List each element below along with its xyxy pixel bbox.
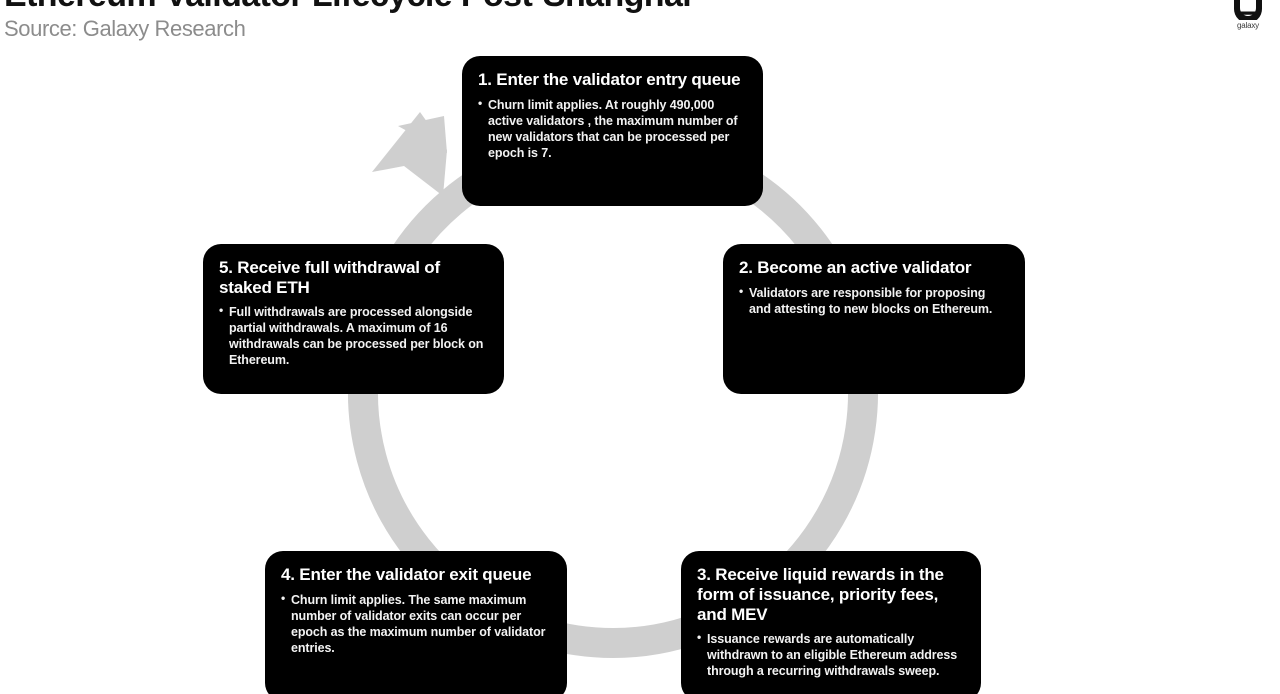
cycle-node-2[interactable]: 2. Become an active validator Validators… (723, 244, 1025, 394)
bullet-item: Full withdrawals are processed alongside… (219, 303, 488, 368)
galaxy-logo: galaxy (1224, 0, 1272, 30)
cycle-node-4-bullets: Churn limit applies. The same maximum nu… (281, 591, 551, 656)
cycle-node-2-title: 2. Become an active validator (739, 258, 972, 277)
cycle-node-5[interactable]: 5. Receive full withdrawal of staked ETH… (203, 244, 504, 394)
cycle-arrow-head (372, 112, 447, 196)
cycle-node-5-bullets: Full withdrawals are processed alongside… (219, 303, 488, 368)
bullet-item: Churn limit applies. The same maximum nu… (281, 591, 551, 656)
bullet-item: Churn limit applies. At roughly 490,000 … (478, 96, 747, 161)
cycle-node-3-title: 3. Receive liquid rewards in the form of… (697, 565, 944, 625)
cycle-node-3[interactable]: 3. Receive liquid rewards in the form of… (681, 551, 981, 694)
galaxy-mark-icon (1234, 0, 1262, 20)
cycle-node-2-bullets: Validators are responsible for proposing… (739, 284, 1009, 317)
cycle-arrow-head-wing (398, 116, 447, 153)
cycle-node-5-title: 5. Receive full withdrawal of staked ETH (219, 258, 440, 298)
cycle-node-3-bullets: Issuance rewards are automatically withd… (697, 630, 965, 679)
galaxy-wordmark: galaxy (1237, 21, 1259, 30)
page-subtitle: Source: Galaxy Research (4, 16, 246, 41)
cycle-node-1[interactable]: 1. Enter the validator entry queue Churn… (462, 56, 763, 206)
cycle-node-1-bullets: Churn limit applies. At roughly 490,000 … (478, 96, 747, 161)
bullet-item: Issuance rewards are automatically withd… (697, 630, 965, 679)
bullet-item: Validators are responsible for proposing… (739, 284, 1009, 317)
cycle-node-4-title: 4. Enter the validator exit queue (281, 565, 532, 584)
cycle-node-1-title: 1. Enter the validator entry queue (478, 70, 741, 89)
page-title: Ethereum Validator Lifecycle Post-Shangh… (4, 0, 692, 15)
cycle-node-4[interactable]: 4. Enter the validator exit queue Churn … (265, 551, 567, 694)
